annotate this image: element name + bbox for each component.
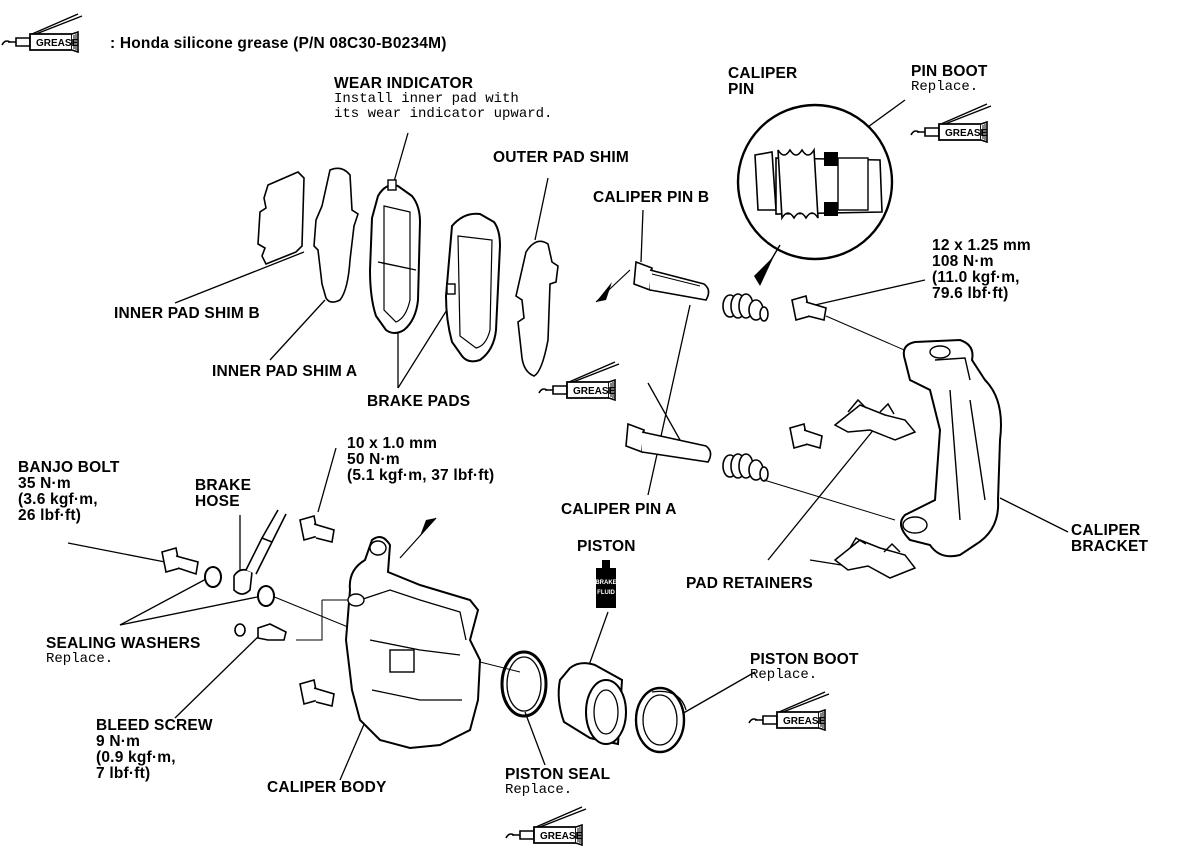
pad-retainer-upper — [833, 398, 917, 441]
piston-seal-label: PISTON SEAL — [505, 766, 611, 783]
outer-pad-shim-label: OUTER PAD SHIM — [493, 149, 629, 166]
caliper-bracket — [900, 338, 1002, 558]
bleed-screw-label-1: BLEED SCREW — [96, 717, 213, 734]
wear-indicator-label: WEAR INDICATOR — [334, 75, 474, 92]
bleed-screw-label-4: 7 lbf·ft) — [96, 765, 151, 782]
inner-pad-shim-a — [313, 167, 359, 303]
banjo-bolt-label-1: BANJO BOLT — [18, 459, 120, 476]
bracket-bolt-lower — [789, 422, 823, 450]
brake-hose — [233, 509, 287, 595]
bracket-bolt-torque-1: 12 x 1.25 mm — [932, 237, 1031, 254]
sealing-washers-note: Replace. — [46, 651, 114, 667]
grease-legend-tag: GREASE — [36, 38, 79, 49]
caliper-bolt-torque-1: 10 x 1.0 mm — [347, 435, 438, 452]
caliper-pin-a-label: CALIPER PIN A — [561, 501, 677, 518]
inner-pad-shim-b — [257, 171, 305, 266]
caliper-mount-bolt-upper — [299, 514, 335, 543]
direction-arrow-upper — [596, 282, 612, 302]
bleed-port-bracket — [296, 599, 348, 641]
bracket-bolt-torque-4: 79.6 lbf·ft) — [932, 285, 1009, 302]
bleed-screw-label-2: 9 N·m — [96, 733, 141, 750]
piston-seal — [500, 650, 548, 718]
wear-indicator-note-1: Install inner pad with — [334, 91, 519, 107]
caliper-body — [344, 535, 482, 750]
inner-pad-shim-a-label: INNER PAD SHIM A — [212, 363, 358, 380]
caliper-body-label: CALIPER BODY — [267, 779, 387, 796]
banjo-bolt-label-3: (3.6 kgf·m, — [18, 491, 98, 508]
leader-lines — [67, 99, 1069, 781]
outer-pad-shim — [515, 240, 559, 377]
caliper-bolt-torque-2: 50 N·m — [347, 451, 400, 468]
piston-seal-note: Replace. — [505, 782, 573, 798]
pad-retainers-label: PAD RETAINERS — [686, 575, 813, 592]
banjo-bolt-label-2: 35 N·m — [18, 475, 71, 492]
caliper-pin-b-label: CALIPER PIN B — [593, 189, 710, 206]
piston — [557, 662, 627, 746]
bracket-bolt-upper — [791, 294, 827, 322]
brake-fluid-label-2: FLUID — [597, 590, 615, 596]
brake-hose-label-2: HOSE — [195, 493, 240, 510]
caliper-pin-detail-label-1: CALIPER — [728, 65, 798, 82]
bracket-bolt-torque-3: (11.0 kgf·m, — [932, 269, 1020, 286]
caliper-pin-a — [625, 422, 712, 463]
bleed-screw-label-3: (0.9 kgf·m, — [96, 749, 176, 766]
piston-label: PISTON — [577, 538, 636, 555]
sealing-washers-label: SEALING WASHERS — [46, 635, 201, 652]
grease-tag-pin-boot: GREASE — [945, 128, 988, 139]
wear-indicator-note-2: its wear indicator upward. — [334, 106, 553, 122]
pin-boot-lower — [722, 453, 769, 482]
piston-boot — [634, 686, 687, 754]
piston-boot-label: PISTON BOOT — [750, 651, 859, 668]
caliper-pin-detail-label-2: PIN — [728, 81, 755, 98]
banjo-bolt-label-4: 26 lbf·ft) — [18, 507, 82, 524]
bracket-bolt-torque-2: 108 N·m — [932, 253, 994, 270]
sealing-washer-1 — [204, 566, 222, 588]
caliper-pin-b — [633, 260, 710, 301]
sealing-washer-2 — [257, 585, 275, 607]
caliper-bolt-torque-3: (5.1 kgf·m, 37 lbf·ft) — [347, 467, 495, 484]
banjo-bolt — [161, 546, 199, 576]
brake-pads-label: BRAKE PADS — [367, 393, 471, 410]
bleed-screw — [234, 623, 287, 641]
pin-boot-label: PIN BOOT — [911, 63, 988, 80]
inner-pad-shim-b-label: INNER PAD SHIM B — [114, 305, 260, 322]
outer-brake-pad — [444, 212, 502, 363]
caliper-bracket-label-2: BRACKET — [1071, 538, 1149, 555]
grease-tag-piston-boot: GREASE — [783, 716, 826, 727]
caliper-mount-bolt-lower — [299, 678, 335, 707]
pin-boot-detail-circle — [736, 103, 894, 261]
grease-tag-piston-seal: GREASE — [540, 831, 583, 842]
caliper-bracket-label-1: CALIPER — [1071, 522, 1141, 539]
inner-brake-pad — [368, 179, 422, 334]
pin-boot-note: Replace. — [911, 79, 979, 95]
pin-boot-upper — [722, 293, 769, 322]
grease-tag-caliper-pins: GREASE — [573, 386, 616, 397]
pad-retainer-lower — [833, 536, 917, 579]
grease-legend-text: : Honda silicone grease (P/N 08C30-B0234… — [110, 35, 447, 52]
brake-fluid-label-1: BRAKE — [595, 580, 616, 586]
brake-fluid-bottle-icon: BRAKE FLUID — [595, 560, 617, 608]
piston-boot-note: Replace. — [750, 667, 818, 683]
brake-hose-label-1: BRAKE — [195, 477, 252, 494]
